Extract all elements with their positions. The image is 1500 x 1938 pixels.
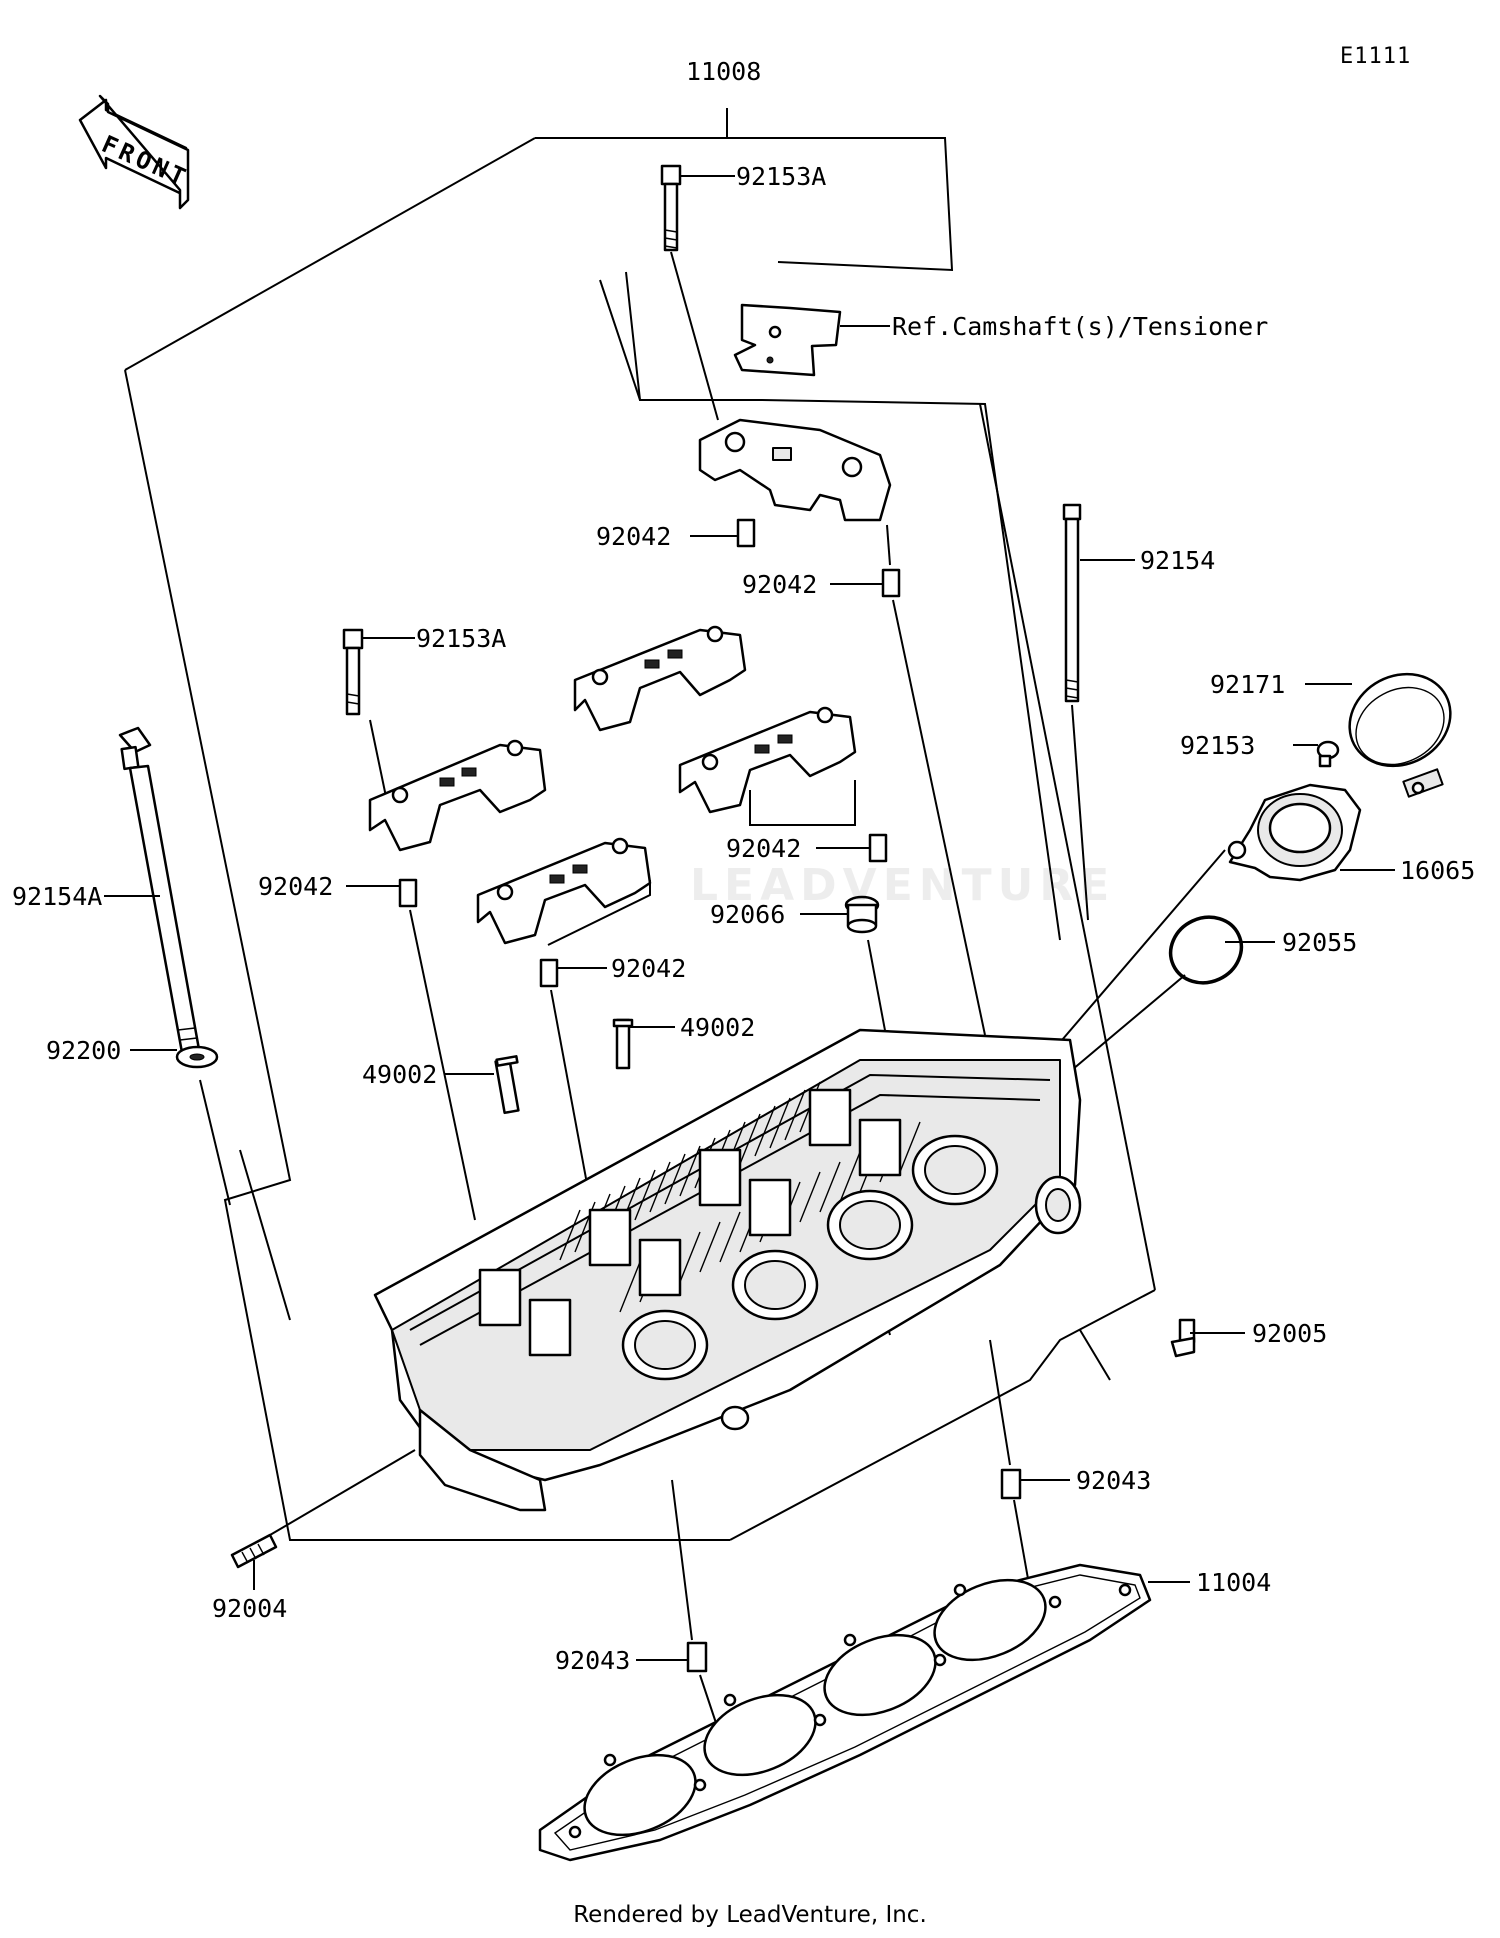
cylinder-head: [373, 1028, 1082, 1512]
label-92042-d: 92042: [726, 834, 801, 863]
label-92066: 92066: [710, 900, 785, 929]
cam-cap-1: [368, 739, 547, 852]
label-92042-b: 92042: [742, 570, 817, 599]
valve-guide-49002-a: [612, 1018, 634, 1070]
label-92005: 92005: [1252, 1319, 1327, 1348]
label-49002-b: 49002: [362, 1060, 437, 1089]
label-49002-a: 49002: [680, 1013, 755, 1042]
clamp-92171: [1348, 672, 1452, 798]
watermark: LEADVENTURE: [690, 860, 1116, 911]
cam-cap-4: [476, 837, 652, 945]
cover-16065: [1227, 783, 1362, 882]
cam-cap-3: [678, 706, 857, 814]
sensor-92005: [1170, 1318, 1196, 1358]
head-gasket-11004: [538, 1563, 1152, 1862]
o-ring-92055: [1168, 915, 1244, 985]
cam-cap-upper: [698, 418, 892, 522]
dowel-92042-e: [539, 958, 559, 988]
label-92171: 92171: [1210, 670, 1285, 699]
bolt-92154: [1062, 503, 1089, 921]
assembly-frame: [124, 108, 1156, 1541]
front-arrow-icon: FRONT: [78, 94, 193, 210]
label-92153: 92153: [1180, 731, 1255, 760]
footer-credit: Rendered by LeadVenture, Inc.: [573, 1902, 927, 1928]
label-92055: 92055: [1282, 928, 1357, 957]
ref-camshaft-note: Ref.Camshaft(s)/Tensioner: [892, 312, 1268, 341]
valve-guide-49002-b: [494, 1055, 520, 1115]
callout-leaders: [104, 175, 1395, 1661]
screw-92153: [1316, 740, 1340, 768]
dowel-92042-a: [736, 518, 756, 548]
diagram-code: E1111: [1340, 44, 1412, 69]
label-92154a: 92154A: [12, 882, 102, 911]
label-92042-e: 92042: [611, 954, 686, 983]
label-92200: 92200: [46, 1036, 121, 1065]
label-92153a-mid: 92153A: [416, 624, 506, 653]
label-92042-a: 92042: [596, 522, 671, 551]
dowel-92042-d: [868, 833, 888, 863]
label-92153a-top: 92153A: [736, 162, 826, 191]
dowel-92043-a: [1000, 1468, 1022, 1500]
label-11008: 11008: [686, 57, 761, 86]
camshaft-tensioner-bracket: [733, 303, 842, 377]
label-11004: 11004: [1196, 1568, 1271, 1597]
label-16065: 16065: [1400, 856, 1475, 885]
dowel-92042-b: [881, 568, 901, 598]
dowel-92043-b: [686, 1641, 708, 1673]
bolt-92154a: [118, 726, 202, 1060]
label-92042-c: 92042: [258, 872, 333, 901]
label-92043-a: 92043: [1076, 1466, 1151, 1495]
label-92004: 92004: [212, 1594, 287, 1623]
dowel-92042-c: [398, 878, 418, 908]
stud-92004: [230, 1449, 416, 1569]
label-92043-b: 92043: [555, 1646, 630, 1675]
bolt-92153a-top: [660, 164, 719, 421]
part-labels: 11008 92153A Ref.Camshaft(s)/Tensioner 9…: [12, 57, 1475, 1675]
cam-cap-2: [573, 625, 747, 732]
label-92154: 92154: [1140, 546, 1215, 575]
